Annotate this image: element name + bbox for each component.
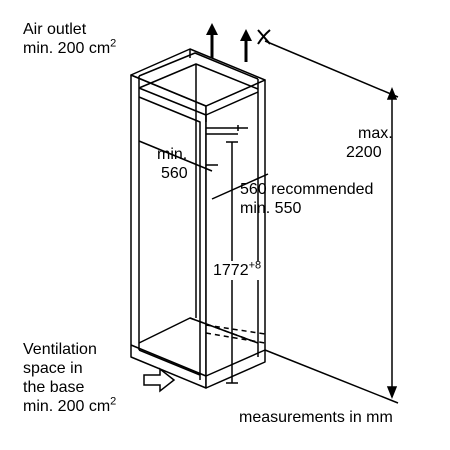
niche-outline (130, 48, 266, 389)
height-sup: +8 (248, 259, 262, 272)
vent-sup: 2 (110, 395, 117, 408)
ventilation-label: Ventilation space in the base min. 200 c… (23, 340, 116, 416)
measurements-note: measurements in mm (239, 409, 393, 426)
air-outlet-label: Air outlet min. 200 cm2 (23, 20, 116, 58)
max-height-label: max. 2200 (346, 124, 393, 162)
dim-depth (206, 125, 269, 200)
air-inlet-arrow-icon (143, 367, 176, 393)
vent-line1: Ventilation (23, 341, 97, 358)
max-line1: max. (358, 125, 393, 142)
vent-line4: min. 200 cm2 (23, 395, 117, 415)
dim-max-height (264, 40, 399, 404)
height-label: 1772+8 (212, 259, 263, 280)
vent-line2: space in (23, 360, 83, 377)
air-outlet-line2: min. 200 cm2 (23, 37, 117, 57)
recommended-line2: min. 550 (240, 200, 302, 217)
dim-width-min (138, 140, 218, 172)
max-line2: 2200 (346, 144, 382, 161)
air-outlet-line1: Air outlet (23, 21, 87, 38)
base-dashed-outline (189, 317, 266, 344)
vent-line3: the base (23, 379, 85, 396)
air-outlet-sup: 2 (110, 37, 117, 50)
min-width-label: min. 560 (157, 145, 188, 183)
min-line1: min. (157, 146, 188, 163)
depth-label: 560 recommended min. 550 (240, 180, 373, 218)
air-outlet-arrow-icon (206, 23, 252, 62)
no-obstruction-mark-icon (257, 29, 271, 45)
min-line2: 560 (161, 165, 188, 182)
recommended-line1: 560 recommended (240, 181, 374, 198)
